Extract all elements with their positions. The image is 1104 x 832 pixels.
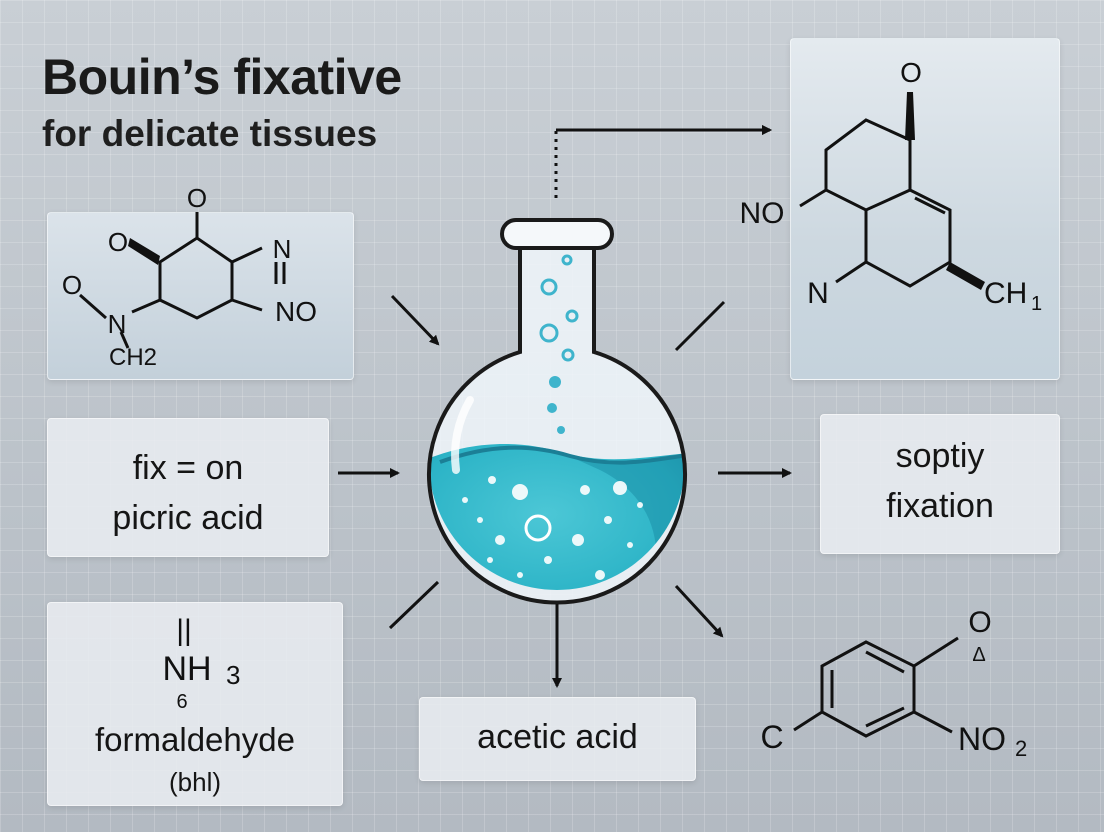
page-subtitle: for delicate tissues xyxy=(42,113,378,154)
fixation-line1: soptiy xyxy=(895,437,985,475)
wedge-bond-right xyxy=(946,262,985,290)
left-atom-n: N xyxy=(108,309,127,339)
bubbles-rising xyxy=(547,376,565,434)
right-atom-o-top: O xyxy=(900,57,922,88)
picric-line1: fix = on xyxy=(132,449,244,487)
nitro-atom-o: O xyxy=(968,606,991,639)
nitro-atom-no2-sub: 2 xyxy=(1015,736,1027,761)
picric-line2: picric acid xyxy=(112,499,264,537)
left-molecule xyxy=(79,212,286,349)
right-atom-no: NO xyxy=(740,197,785,230)
nitro-atom-c: C xyxy=(760,719,783,755)
picric-acid-card: fix = on picric acid xyxy=(47,418,329,557)
left-atom-no: NO xyxy=(275,296,317,327)
bubbles-liquid xyxy=(462,476,643,580)
arrows xyxy=(338,125,792,688)
page-title: Bouin’s fixative xyxy=(42,49,402,105)
formaldehyde-six: 6 xyxy=(176,691,187,713)
acetic-acid-card: acetic acid xyxy=(419,697,696,781)
acetic-acid-label: acetic acid xyxy=(477,718,638,756)
nitro-atom-no2: NO xyxy=(958,721,1006,757)
formaldehyde-label: formaldehyde xyxy=(95,721,295,758)
arrow-to-right-structure xyxy=(554,125,772,198)
left-atom-o-top: O xyxy=(187,183,207,213)
right-atom-ch: CH xyxy=(984,277,1027,310)
fixation-card: soptiy fixation xyxy=(820,414,1060,554)
formaldehyde-nh-sub: 3 xyxy=(226,660,240,690)
bubbles-in-neck xyxy=(539,254,579,362)
line-to-right-structure xyxy=(674,300,726,352)
formaldehyde-bars: || xyxy=(176,614,192,647)
formaldehyde-paren: (bhl) xyxy=(168,767,221,797)
left-atom-o-far: O xyxy=(62,270,82,300)
formaldehyde-card: formaldehyde (bhl) xyxy=(47,602,343,806)
line-to-formaldehyde xyxy=(388,580,440,630)
right-atom-ch-sub: 1 xyxy=(1031,293,1042,315)
right-molecule xyxy=(799,118,952,288)
arrow-from-left-structure xyxy=(390,294,440,346)
arrow-to-nitro-structure xyxy=(674,584,724,638)
right-structure-card xyxy=(790,38,1060,380)
left-atom-ch2: CH2 xyxy=(109,344,157,371)
fixation-line2: fixation xyxy=(886,487,994,525)
nitro-molecule xyxy=(793,636,959,738)
formaldehyde-nh: NH xyxy=(162,650,211,688)
nitro-triangle: Δ xyxy=(972,644,985,666)
left-atom-o-left: O xyxy=(108,227,128,257)
round-bottom-flask-icon xyxy=(427,218,687,605)
left-atom-n-upper: N xyxy=(273,234,292,264)
wedge-bond xyxy=(128,238,160,265)
wedge-bond-top xyxy=(905,92,915,140)
right-atom-n: N xyxy=(807,277,829,310)
